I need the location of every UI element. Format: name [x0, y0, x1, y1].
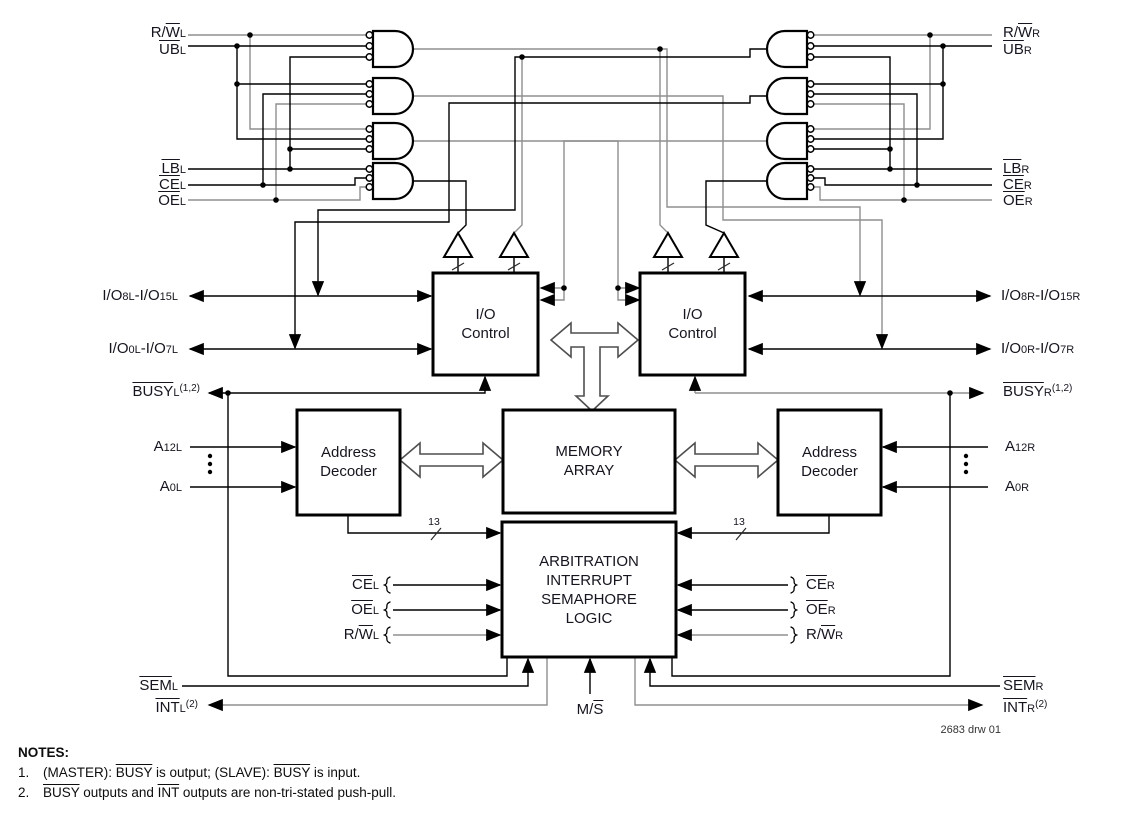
signal-label-oe-r: OER [1003, 192, 1033, 209]
wires-black [182, 45, 1000, 694]
block-address-decoder-left [295, 408, 402, 517]
signal-label-a0-l: A0L [159, 478, 182, 495]
block-io-control-left [431, 271, 540, 377]
address-ellipsis-dots [207, 453, 969, 475]
and-gates-right [765, 29, 809, 201]
decoder-memory-arrow-left [398, 441, 505, 479]
block-io-control-right [638, 271, 747, 377]
function-blocks [295, 271, 883, 659]
signal-label-io-hi-l: I/O8L-I/O15L [102, 287, 178, 304]
signal-label-master-slave: M/S [576, 701, 604, 718]
signal-label-ub-l: UBL [159, 41, 186, 58]
signal-label-int-l: INTL(2) [155, 699, 198, 716]
signal-label-ub-r: UBR [1003, 41, 1032, 58]
signal-label-rw-l: R/WL [150, 24, 186, 41]
signal-label-ce-l: CEL [159, 176, 186, 193]
block-arbitration-logic [500, 520, 678, 659]
notes-section: NOTES: 1.(MASTER): BUSY is output; (SLAV… [18, 743, 396, 803]
signal-label-arb-rw-l: R/WL [343, 626, 379, 643]
signal-label-lb-l: LBL [161, 160, 186, 177]
signal-label-busy-l: BUSYL(1,2) [132, 383, 200, 400]
signal-label-a12-r: A12R [1005, 438, 1036, 455]
signal-label-busy-r: BUSYR(1,2) [1003, 383, 1073, 400]
signal-label-io-lo-l: I/O0L-I/O7L [108, 340, 178, 357]
signal-label-rw-r: R/WR [1003, 24, 1041, 41]
and-gates-left [371, 29, 415, 201]
io-to-io-memory-bus-arrow [549, 321, 640, 413]
bus-slash-marks [430, 262, 747, 541]
block-memory-array [501, 408, 677, 515]
signal-label-io-hi-r: I/O8R-I/O15R [1001, 287, 1081, 304]
signal-label-sem-r: SEMR [1003, 677, 1044, 694]
decoder-memory-arrow-right [673, 441, 780, 479]
note-item-2: 2.BUSY outputs and INT outputs are non-t… [18, 785, 396, 800]
signal-label-oe-l: OEL [158, 192, 186, 209]
block-address-decoder-right [776, 408, 883, 517]
signal-label-io-lo-r: I/O0R-I/O7R [1001, 340, 1075, 357]
gate-input-bubbles [365, 31, 815, 191]
signal-label-arb-oe-r: OER [806, 601, 836, 618]
signal-label-arb-oe-l: OEL [351, 601, 379, 618]
signal-label-arb-ce-l: CEL [352, 576, 379, 593]
signal-label-ce-r: CER [1003, 176, 1032, 193]
junction-dots [225, 32, 953, 396]
signal-label-a0-r: A0R [1005, 478, 1030, 495]
signal-label-lb-r: LBR [1003, 160, 1030, 177]
signal-label-arb-ce-r: CER [806, 576, 835, 593]
signal-label-a12-l: A12L [153, 438, 182, 455]
bus-width-13-left: 13 [428, 516, 440, 528]
signal-label-sem-l: SEML [139, 677, 178, 694]
bus-buffers [442, 231, 740, 258]
wires-gray [188, 34, 992, 712]
note-item-1: 1.(MASTER): BUSY is output; (SLAVE): BUS… [18, 765, 361, 780]
drawing-number: 2683 drw 01 [940, 724, 1001, 736]
signal-label-arb-rw-r: R/WR [806, 626, 844, 643]
brace-marks [382, 576, 799, 644]
bus-width-13-right: 13 [733, 516, 745, 528]
signal-label-int-r: INTR(2) [1003, 699, 1048, 716]
notes-heading: NOTES: [18, 745, 70, 760]
